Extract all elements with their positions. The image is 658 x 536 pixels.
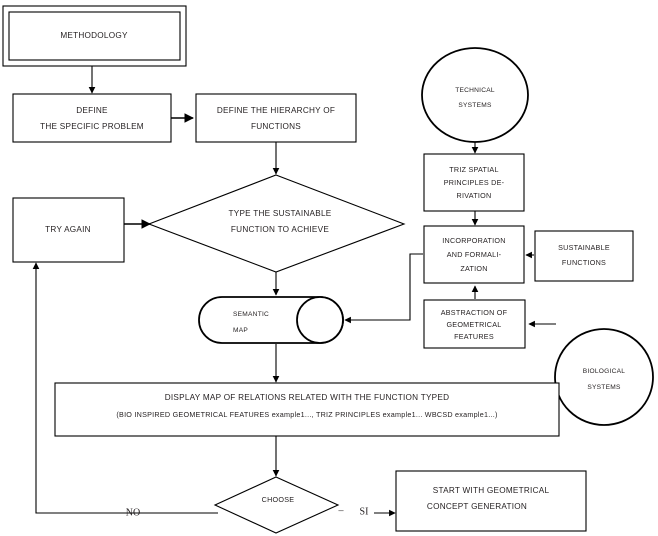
node-incorporation-line1: INCORPORATION xyxy=(442,236,505,245)
node-semantic-map-line2: MAP xyxy=(233,327,248,334)
node-define-problem-line2: THE SPECIFIC PROBLEM xyxy=(40,122,144,131)
node-sustainable-functions[interactable]: SUSTAINABLE FUNCTIONS xyxy=(534,230,634,282)
edge-choose-no-to-try-again xyxy=(32,262,218,514)
node-type-function-line1: TYPE THE SUSTAINABLE xyxy=(229,209,332,218)
node-biological-systems-line1: BIOLOGICAL xyxy=(583,368,626,375)
node-methodology[interactable]: METHODOLOGY xyxy=(2,5,187,67)
node-triz-spatial[interactable]: TRIZ SPATIAL PRINCIPLES DE- RIVATION xyxy=(423,153,525,212)
node-define-problem[interactable]: DEFINE THE SPECIFIC PROBLEM xyxy=(12,93,172,143)
node-semantic-map[interactable]: SEMANTIC MAP xyxy=(198,296,344,344)
node-technical-systems-line1: TECHNICAL xyxy=(455,87,495,94)
node-define-hierarchy[interactable]: DEFINE THE HIERARCHY OF FUNCTIONS xyxy=(195,93,357,143)
node-technical-systems[interactable]: TECHNICAL SYSTEMS xyxy=(421,47,529,143)
node-define-hierarchy-line1: DEFINE THE HIERARCHY OF xyxy=(217,106,335,115)
node-methodology-label: METHODOLOGY xyxy=(60,31,128,40)
node-incorporation[interactable]: INCORPORATION AND FORMALI- ZATION xyxy=(423,225,525,284)
node-start-generation[interactable]: START WITH GEOMETRICAL CONCEPT GENERATIO… xyxy=(395,470,587,532)
node-triz-spatial-line2: PRINCIPLES DE- xyxy=(444,178,505,187)
node-biological-systems-line2: SYSTEMS xyxy=(587,384,621,391)
node-technical-systems-line2: SYSTEMS xyxy=(458,102,492,109)
node-display-map-line1: DISPLAY MAP OF RELATIONS RELATED WITH TH… xyxy=(165,393,450,402)
node-choose-label: CHOOSE xyxy=(262,495,295,504)
node-abstraction-line3: FEATURES xyxy=(454,332,494,341)
node-try-again-label: TRY AGAIN xyxy=(45,225,91,234)
node-define-problem-line1: DEFINE xyxy=(76,106,108,115)
edge-incorporation-to-semantic-map xyxy=(344,253,423,324)
node-start-generation-line2: CONCEPT GENERATION xyxy=(427,502,527,511)
node-semantic-map-line1: SEMANTIC xyxy=(233,311,269,318)
node-type-function[interactable]: TYPE THE SUSTAINABLE FUNCTION TO ACHIEVE xyxy=(147,174,406,273)
edge-label-no: NO xyxy=(126,507,140,518)
node-biological-systems[interactable]: BIOLOGICAL SYSTEMS xyxy=(554,328,654,426)
node-abstraction-line2: GEOMETRICAL xyxy=(446,320,501,329)
node-choose[interactable]: CHOOSE xyxy=(213,476,340,534)
node-define-hierarchy-line2: FUNCTIONS xyxy=(251,122,301,131)
node-try-again[interactable]: TRY AGAIN xyxy=(12,197,125,263)
node-sustainable-functions-line2: FUNCTIONS xyxy=(562,258,606,267)
node-triz-spatial-line3: RIVATION xyxy=(457,191,492,200)
node-abstraction[interactable]: ABSTRACTION OF GEOMETRICAL FEATURES xyxy=(423,299,526,349)
node-display-map-line2: (BIO INSPIRED GEOMETRICAL FEATURES examp… xyxy=(116,410,497,419)
node-abstraction-line1: ABSTRACTION OF xyxy=(441,308,508,317)
node-type-function-line2: FUNCTION TO ACHIEVE xyxy=(231,225,329,234)
node-start-generation-line1: START WITH GEOMETRICAL xyxy=(433,486,550,495)
edge-label-layer: NO SI – xyxy=(126,505,369,518)
node-display-map[interactable]: DISPLAY MAP OF RELATIONS RELATED WITH TH… xyxy=(54,382,560,437)
node-incorporation-line2: AND FORMALI- xyxy=(447,250,502,259)
node-sustainable-functions-line1: SUSTAINABLE xyxy=(558,243,610,252)
node-incorporation-line3: ZATION xyxy=(460,264,487,273)
edge-label-dash: – xyxy=(338,505,345,516)
edge-label-si: SI xyxy=(360,506,369,517)
node-triz-spatial-line1: TRIZ SPATIAL xyxy=(449,165,498,174)
